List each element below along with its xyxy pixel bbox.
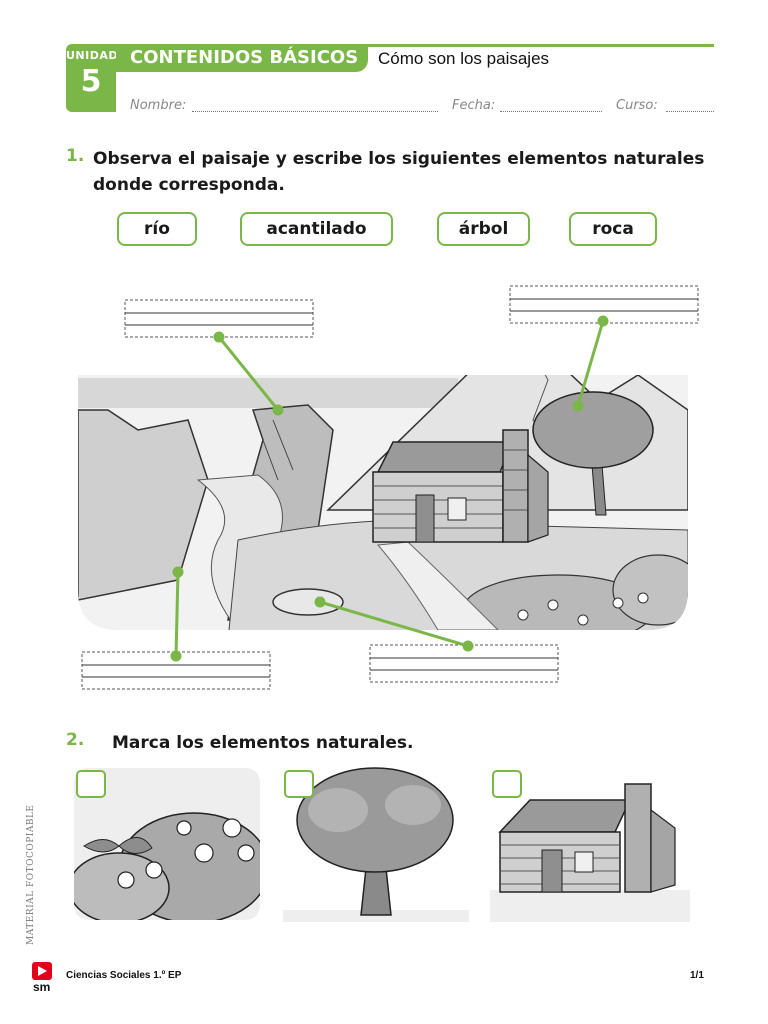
question-2-number: 2.	[66, 730, 85, 750]
name-field[interactable]	[192, 111, 438, 112]
answer-box-acantilado[interactable]	[125, 300, 313, 337]
word-chip-arbol: árbol	[437, 212, 530, 246]
landscape-illustration	[78, 285, 699, 690]
answer-box-roca[interactable]	[370, 645, 558, 682]
topic-title: Cómo son los paisajes	[378, 49, 550, 68]
flower-bush-illustration	[74, 768, 260, 920]
question-2-text: Marca los elementos naturales.	[112, 733, 414, 753]
course-field[interactable]	[666, 111, 714, 112]
publisher-logo-icon	[32, 962, 52, 980]
checkbox-flowers[interactable]	[76, 770, 106, 798]
course-label: Curso:	[616, 98, 658, 113]
footer-page-number: 1/1	[690, 970, 704, 981]
header-rule	[116, 44, 714, 47]
section-title: CONTENIDOS BÁSICOS	[130, 47, 359, 68]
checkbox-tree[interactable]	[284, 770, 314, 798]
checkbox-cabin[interactable]	[492, 770, 522, 798]
unit-label: UNIDAD	[66, 49, 119, 62]
date-label: Fecha:	[452, 98, 496, 113]
question-1-text-line2: donde corresponda.	[93, 175, 285, 195]
word-chip-acantilado: acantilado	[240, 212, 393, 246]
date-field[interactable]	[500, 111, 602, 112]
unit-number: 5	[80, 64, 102, 99]
word-chip-rio: río	[117, 212, 197, 246]
tree-illustration	[283, 767, 469, 922]
photocopiable-note: MATERIAL FOTOCOPIABLE	[26, 804, 36, 945]
log-cabin-illustration	[490, 783, 690, 922]
publisher-logo-text: sm	[33, 980, 51, 994]
footer-course: Ciencias Sociales 1.º EP	[66, 970, 182, 981]
unit-badge	[66, 44, 116, 112]
answer-box-rio[interactable]	[82, 652, 270, 689]
section-tab	[116, 44, 368, 72]
name-label: Nombre:	[130, 98, 187, 113]
question-1-text-line1: Observa el paisaje y escribe los siguien…	[93, 149, 705, 169]
word-chip-roca: roca	[569, 212, 657, 246]
answer-box-arbol[interactable]	[510, 286, 698, 323]
question-1-number: 1.	[66, 146, 85, 166]
